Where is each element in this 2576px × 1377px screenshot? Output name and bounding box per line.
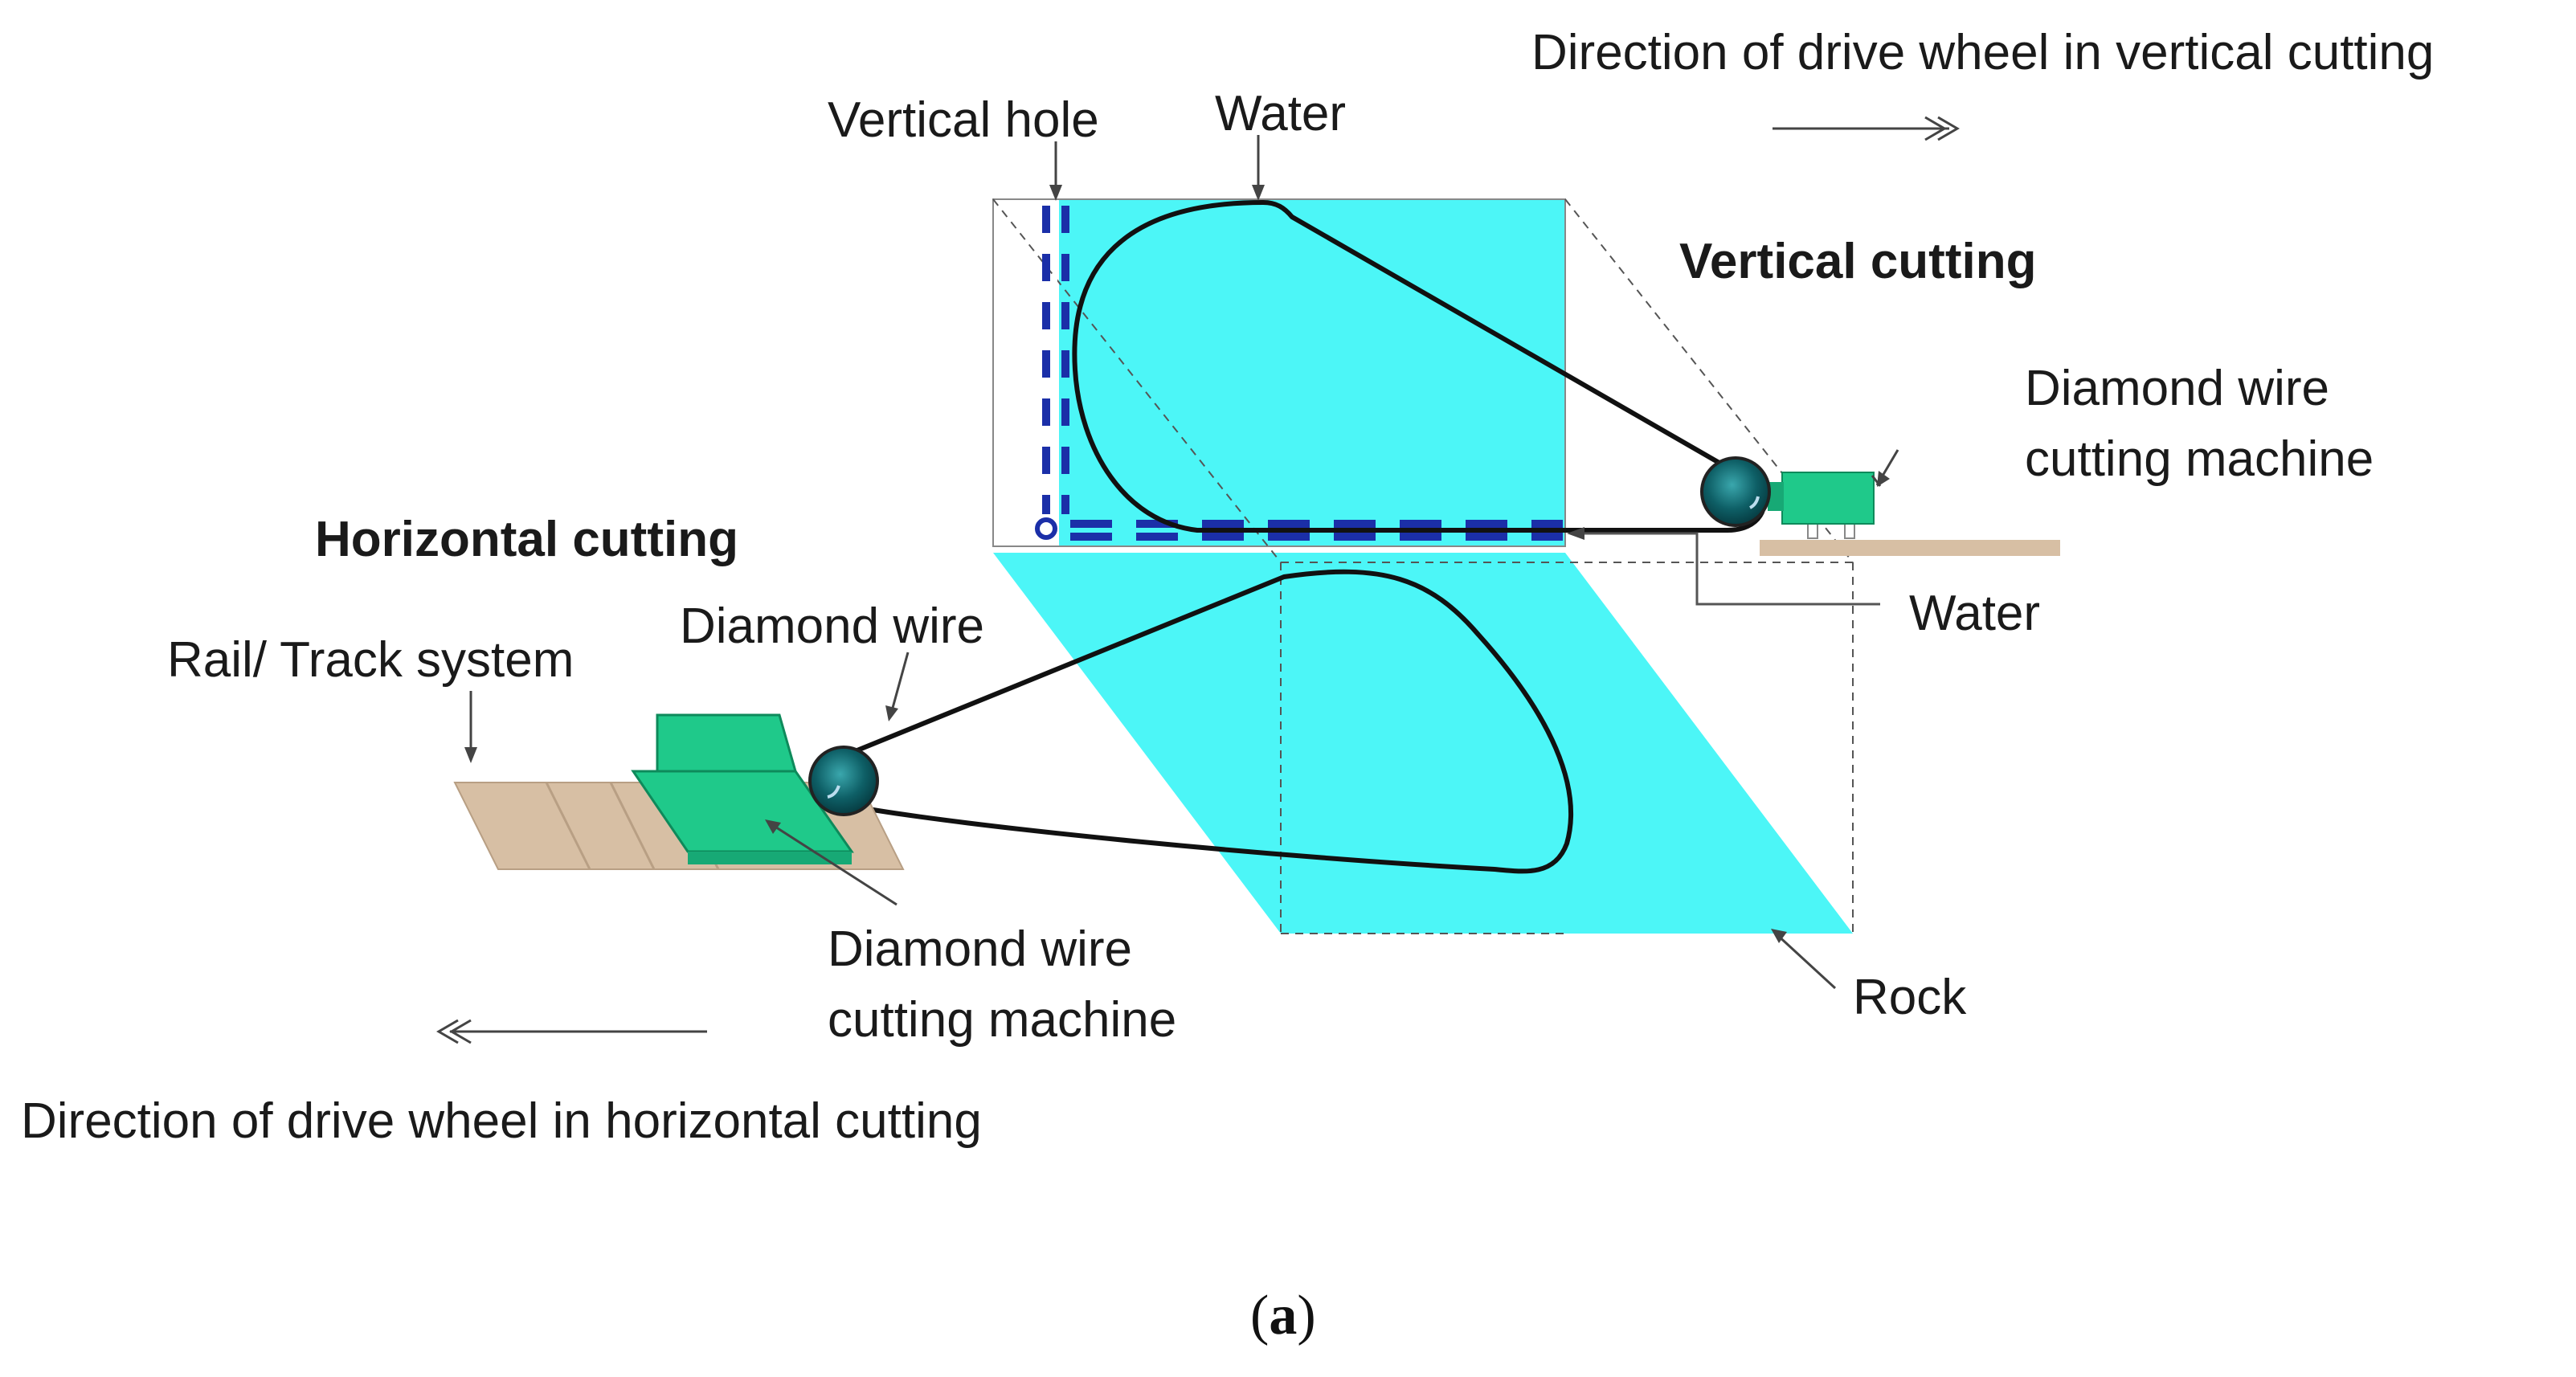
- horizontal-cutting-title: Horizontal cutting: [315, 512, 738, 567]
- right-drive-wheel-shine: [1749, 496, 1760, 509]
- machine-right-label-line2: cutting machine: [2025, 431, 2374, 487]
- machine-right-label-line1: Diamond wire: [2025, 361, 2330, 416]
- dir-vertical-label: Direction of drive wheel in vertical cut…: [1531, 25, 2435, 80]
- caption-letter: a: [1269, 1285, 1298, 1346]
- double-chevron-arrow-right-icon: [1773, 116, 1960, 141]
- double-chevron-arrow-left-icon: [436, 1019, 707, 1044]
- diamond-wire-label: Diamond wire: [680, 599, 985, 654]
- left-drive-wheel: [808, 746, 879, 816]
- water-top-label: Water: [1215, 86, 1347, 141]
- right-rail-platform: [1760, 540, 2060, 556]
- machine-left-label-line2: cutting machine: [828, 992, 1177, 1048]
- machine-left-label-line1: Diamond wire: [828, 921, 1133, 977]
- vertical-hole-label: Vertical hole: [828, 92, 1099, 148]
- caption-open-paren: (: [1250, 1285, 1270, 1346]
- rock-label: Rock: [1853, 970, 1967, 1025]
- horizontal-hole-dashes: [1070, 520, 1563, 541]
- vertical-cut-water-area: [1059, 199, 1565, 546]
- water-right-arrowhead: [1567, 527, 1584, 540]
- water-right-label: Water: [1909, 586, 2041, 641]
- perspective-guide-lines: [992, 198, 1854, 934]
- dir-horizontal-label: Direction of drive wheel in horizontal c…: [21, 1093, 982, 1149]
- figure-caption: (a): [1250, 1284, 1316, 1348]
- rail-track-label: Rail/ Track system: [167, 632, 574, 688]
- caption-close-paren: ): [1297, 1285, 1316, 1346]
- left-drive-wheel-shine: [827, 785, 840, 799]
- right-cutting-machine: [1768, 472, 1875, 539]
- vertical-hole-dashes: [1035, 206, 1069, 540]
- right-drive-wheel: [1700, 456, 1771, 527]
- horizontal-cut-water-area: [993, 553, 1853, 934]
- water-right-leader: [1573, 532, 1880, 606]
- leader-arrowheads: [464, 185, 1890, 943]
- left-cutting-machine: [631, 713, 854, 864]
- vertical-cutting-title: Vertical cutting: [1679, 234, 2037, 289]
- horizontal-cut-wire-loop: [844, 569, 1574, 874]
